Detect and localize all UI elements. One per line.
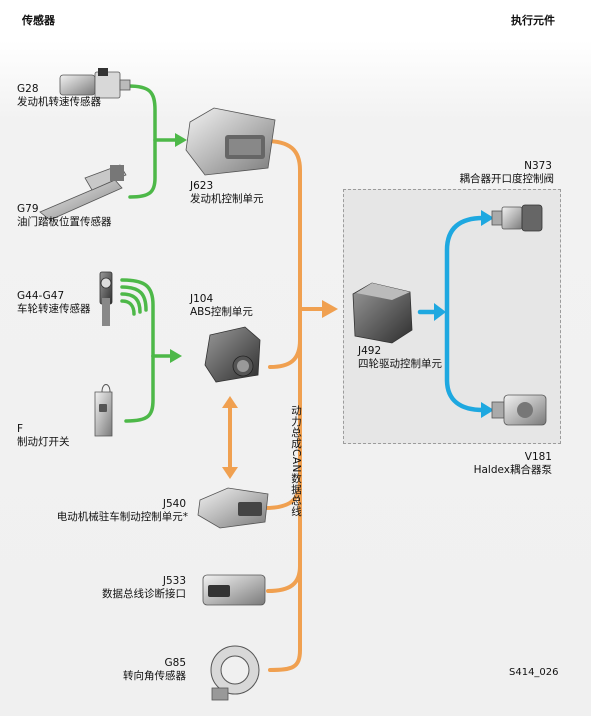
g44-g47-code: G44-G47 xyxy=(17,290,65,302)
j492-code: J492 xyxy=(358,345,382,357)
can-bus-label: 动力总成CAN数据总线 xyxy=(290,405,302,517)
f-code: F xyxy=(17,423,24,435)
g85-sensor-illustration xyxy=(210,645,260,701)
arrow-to-j104 xyxy=(170,349,182,363)
j104-name: ABS控制单元 xyxy=(190,306,253,318)
actuators-heading: 执行元件 xyxy=(511,14,555,27)
f-name: 制动灯开关 xyxy=(17,436,70,448)
g28-sensor-illustration xyxy=(59,68,131,99)
g85-name: 转向角传感器 xyxy=(123,670,186,682)
n373-code: N373 xyxy=(524,160,552,172)
j623-ecu-illustration xyxy=(185,107,276,176)
arrow-to-v181 xyxy=(481,402,494,418)
g79-code: G79 xyxy=(17,203,39,215)
arrow-to-n373 xyxy=(481,210,494,226)
j540-code: J540 xyxy=(162,498,186,510)
j492-awd-unit-illustration xyxy=(352,282,413,344)
arrow-to-j492-actuators xyxy=(434,303,446,321)
n373-name: 耦合器开口度控制阀 xyxy=(459,173,555,185)
v181-pump-illustration xyxy=(491,394,547,426)
j533-gateway-illustration xyxy=(202,574,266,606)
j533-name: 数据总线诊断接口 xyxy=(102,588,186,600)
arrow-to-j623 xyxy=(175,133,187,147)
actuator-arrows xyxy=(417,215,486,413)
v181-code: V181 xyxy=(524,451,552,463)
arrow-up-to-j104 xyxy=(222,396,238,408)
figure-id: S414_026 xyxy=(509,667,559,678)
g79-pedal-illustration xyxy=(39,164,127,221)
j104-abs-illustration xyxy=(204,326,261,383)
j104-code: J104 xyxy=(190,293,214,305)
g44-g47-name: 车轮转速传感器 xyxy=(17,303,91,315)
can-bus-lines xyxy=(263,139,324,672)
g85-code: G85 xyxy=(164,657,187,669)
sensors-heading: 传感器 xyxy=(22,14,55,27)
sensor-arrows-engine xyxy=(126,84,177,199)
sensor-arrows-abs xyxy=(120,278,172,423)
j533-code: J533 xyxy=(162,575,186,587)
j623-name: 发动机控制单元 xyxy=(190,193,264,205)
g28-name: 发动机转速传感器 xyxy=(17,96,101,108)
g44-g47-sensor-illustration xyxy=(99,271,113,326)
f-switch-illustration xyxy=(94,384,113,437)
j540-unit-illustration xyxy=(197,487,269,529)
j492-name: 四轮驱动控制单元 xyxy=(358,358,442,370)
n373-valve-illustration xyxy=(491,204,543,232)
arrow-to-j492 xyxy=(322,300,338,318)
g28-code: G28 xyxy=(17,83,39,95)
v181-name: Haldex耦合器泵 xyxy=(473,464,552,476)
j623-code: J623 xyxy=(190,180,214,192)
j540-name: 电动机械驻车制动控制单元* xyxy=(56,511,188,523)
g79-name: 油门踏板位置传感器 xyxy=(17,216,112,228)
arrow-down-to-j540 xyxy=(222,467,238,479)
